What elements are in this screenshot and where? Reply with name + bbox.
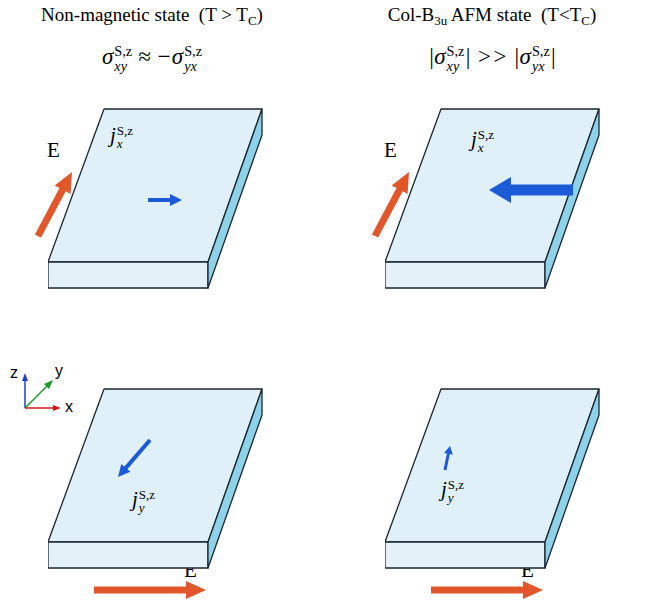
subscript: C [581,13,590,28]
index-stack: S,zy [448,478,464,504]
current-symbol: j [132,487,138,511]
slab-sample: jS,zy [385,388,601,570]
spin-current-label: jS,zx [471,128,494,154]
axis-label: y [55,362,63,380]
slab-sample: jS,zx [385,108,601,290]
spin-current-label: jS,zy [132,488,155,514]
slab-side-face [545,109,599,288]
subscript: y [448,491,464,504]
spin-current-arrow [148,194,182,206]
subscript: x [117,137,133,150]
slab-side-face [208,109,262,288]
subscript: yx [532,59,550,73]
superscript: S,z [447,44,465,58]
formula-text: Col-B [388,4,434,25]
slab-sample: jS,zy [48,388,264,570]
index-stack: S,zxy [114,44,132,73]
superscript: S,z [532,44,550,58]
heading-line: |σS,zxy| >> |σS,zyx| [428,44,556,73]
spin-current-arrow [118,439,152,477]
superscript: S,z [448,478,464,491]
superscript: S,z [139,488,155,501]
spin-current-arrow [489,177,573,203]
spin-current-label: jS,zy [441,478,464,504]
slab-sample: jS,zx [48,108,264,290]
heading-line: σS,zxy ≈ −σS,zyx [102,44,202,73]
index-stack: S,zyx [532,44,550,73]
slab-front-face [385,262,545,288]
subscript: xy [114,59,132,73]
field-label: E [384,138,397,162]
superscript: S,z [184,44,202,58]
index-stack: S,zyx [184,44,202,73]
formula-text: ≈ −σ [132,44,183,69]
formula-text: AFM state (T<T [447,4,581,25]
slab-outline [48,108,264,290]
spin-current-arrow [444,446,453,470]
superscript: S,z [117,124,133,137]
formula-text: | >> |σ [464,44,531,69]
index-stack: S,zy [139,488,155,514]
superscript: S,z [478,128,494,141]
slab-front-face [48,542,208,568]
subscript: yx [184,59,202,73]
slab-outline [385,388,601,570]
field-arrow [431,581,543,599]
slab-top-face [48,389,262,542]
axis-label: x [65,398,73,416]
current-symbol: j [110,123,116,147]
field-arrow [94,581,206,599]
current-symbol: j [471,127,477,151]
formula-text: ) [590,4,596,25]
formula-text: ) [257,4,263,25]
subscript: xy [447,59,465,73]
spin-current-label: jS,zx [110,124,133,150]
slab-front-face [385,542,545,568]
slab-front-face [48,262,208,288]
formula-text: σ [102,44,113,69]
formula-text: | [550,44,556,69]
slab-side-face [208,389,262,568]
slab-top-face [385,389,599,542]
heading-line: Col-B3u AFM state (T<TC) [388,4,597,29]
slab-side-face [545,389,599,568]
superscript: S,z [114,44,132,58]
slab-top-face [48,109,262,262]
subscript: x [478,141,494,154]
subscript: y [139,501,155,514]
axis-label: z [10,364,18,382]
index-stack: S,zx [478,128,494,154]
field-label: E [47,138,60,162]
formula-text: Non-magnetic state (T > T [41,4,248,25]
subscript: C [248,13,257,28]
slab-outline [48,388,264,570]
index-stack: S,zxy [447,44,465,73]
heading-line: Non-magnetic state (T > TC) [41,4,263,29]
subscript: 3u [434,13,447,28]
current-symbol: j [441,477,447,501]
slab-top-face [385,109,599,262]
index-stack: S,zx [117,124,133,150]
formula-text: |σ [428,44,446,69]
